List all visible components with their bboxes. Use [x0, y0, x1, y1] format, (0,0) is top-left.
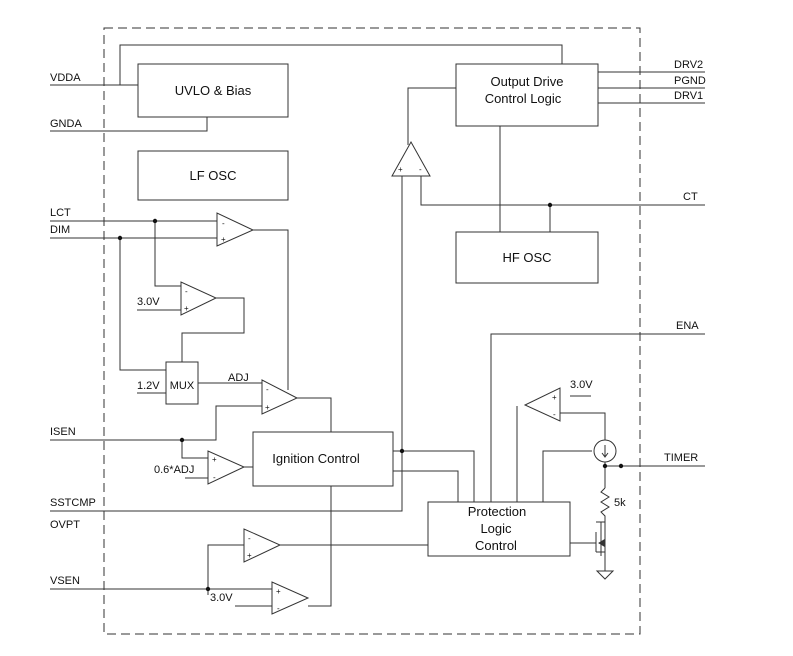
- svg-text:+: +: [221, 235, 226, 244]
- ref-3v0-c: 3.0V: [210, 592, 233, 604]
- svg-text:+: +: [212, 455, 217, 464]
- pin-drv2: DRV2: [674, 59, 703, 71]
- pin-timer: TIMER: [664, 452, 698, 464]
- left-pin-labels: VDDA GNDA LCT DIM ISEN SSTCMP OVPT VSEN: [50, 72, 96, 587]
- resistor-5k-label: 5k: [614, 497, 626, 509]
- hf-osc-label: HF OSC: [502, 250, 551, 265]
- svg-text:-: -: [419, 165, 422, 174]
- hf-osc-block: HF OSC: [455, 231, 599, 284]
- svg-text:+: +: [276, 587, 281, 596]
- svg-text:+: +: [552, 393, 557, 402]
- right-pin-labels: DRV2 PGND DRV1 CT ENA TIMER: [664, 59, 706, 464]
- pin-ena: ENA: [676, 320, 699, 332]
- svg-text:-: -: [553, 410, 556, 419]
- ref-3v0-a: 3.0V: [137, 296, 160, 308]
- ignition-control-label: Ignition Control: [272, 451, 360, 466]
- pin-ct: CT: [683, 191, 698, 203]
- comparator-ovpt: - +: [243, 528, 282, 563]
- ignition-control-block: Ignition Control: [252, 431, 394, 487]
- internal-labels: 3.0V 1.2V ADJ 0.6*ADJ 3.0V 3.0V 5k: [137, 296, 626, 604]
- lf-osc-block: LF OSC: [137, 150, 289, 201]
- svg-text:+: +: [184, 304, 189, 313]
- protection-label-2: Logic: [480, 521, 512, 536]
- output-drive-label-1: Output Drive: [491, 74, 564, 89]
- pin-ovpt: OVPT: [50, 519, 80, 531]
- pin-lct: LCT: [50, 207, 71, 219]
- pin-dim: DIM: [50, 224, 70, 236]
- mux-block: MUX: [165, 361, 199, 405]
- ref-3v0-b: 3.0V: [570, 379, 593, 391]
- lf-osc-label: LF OSC: [190, 168, 237, 183]
- comparator-vsen: + -: [271, 581, 310, 615]
- ref-0v6-adj: 0.6*ADJ: [154, 464, 194, 476]
- svg-text:+: +: [247, 551, 252, 560]
- comparator-isen: + -: [207, 450, 246, 485]
- junction-dots: [117, 202, 624, 592]
- pin-pgnd: PGND: [674, 75, 706, 87]
- protection-label-1: Protection: [468, 504, 527, 519]
- comparator-lct-dim: - +: [216, 212, 255, 247]
- protection-logic-block: Protection Logic Control: [427, 501, 571, 557]
- svg-text:-: -: [248, 534, 251, 543]
- comparator-3v0-mux: - +: [180, 281, 218, 316]
- pin-drv1: DRV1: [674, 90, 703, 102]
- ref-1v2: 1.2V: [137, 380, 160, 392]
- svg-text:+: +: [398, 165, 403, 174]
- svg-text:-: -: [185, 287, 188, 296]
- output-drive-block: Output Drive Control Logic: [455, 63, 599, 127]
- uvlo-bias-block: UVLO & Bias: [137, 63, 289, 118]
- pin-sstcmp: SSTCMP: [50, 497, 96, 509]
- comparator-adj: - +: [261, 379, 299, 415]
- comparator-timer-3v0: + -: [523, 387, 561, 422]
- svg-text:-: -: [222, 219, 225, 228]
- uvlo-bias-label: UVLO & Bias: [175, 83, 252, 98]
- pin-vsen: VSEN: [50, 575, 80, 587]
- comparator-sstcmp: + -: [391, 140, 431, 177]
- svg-text:-: -: [266, 385, 269, 394]
- svg-text:-: -: [213, 473, 216, 482]
- pin-gnda: GNDA: [50, 118, 82, 130]
- adj-label: ADJ: [228, 372, 249, 384]
- mux-label: MUX: [170, 380, 195, 392]
- pin-vdda: VDDA: [50, 72, 81, 84]
- protection-label-3: Control: [475, 538, 517, 553]
- chip-boundary: [103, 27, 641, 635]
- svg-text:+: +: [265, 403, 270, 412]
- svg-text:-: -: [277, 604, 280, 613]
- output-drive-label-2: Control Logic: [485, 91, 562, 106]
- wires: [50, 44, 705, 607]
- pin-isen: ISEN: [50, 426, 76, 438]
